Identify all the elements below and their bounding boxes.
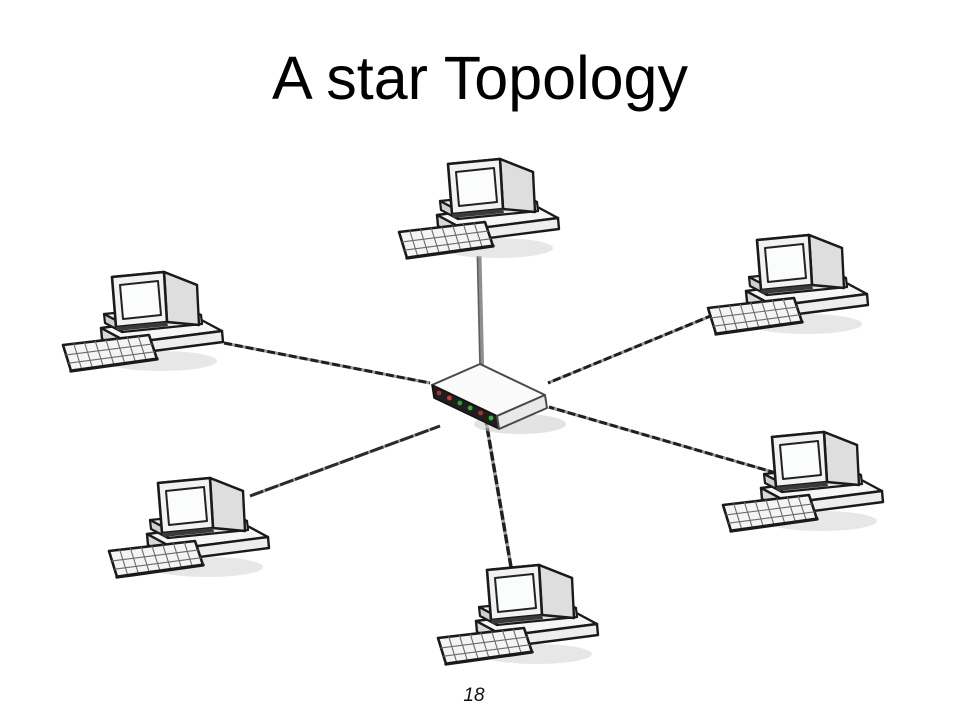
hub-led [436, 390, 442, 396]
hub-icon [431, 363, 566, 434]
computer-lower-right [721, 430, 885, 533]
link-upper-right [547, 313, 714, 385]
cable-top [476, 255, 485, 384]
hub-led [447, 395, 452, 401]
page-number: 18 [463, 685, 485, 706]
computer-upper-right [706, 233, 870, 336]
network-links [223, 255, 777, 568]
hub-led [457, 400, 463, 406]
hub-leds [436, 390, 494, 421]
cable-top-edge [476, 255, 482, 384]
link-upper-left [223, 341, 431, 385]
computer-upper-left [61, 270, 225, 373]
link-bottom [484, 420, 513, 568]
computer-top [397, 157, 561, 260]
hub-led [467, 405, 473, 411]
slide-title: A star Topology [272, 44, 688, 112]
link-lower-right [548, 405, 777, 475]
computer-lower-left [107, 476, 271, 579]
link-lower-left [249, 424, 441, 498]
hub-led [488, 415, 494, 421]
computer-bottom [436, 563, 600, 666]
hub-right-face [496, 394, 548, 430]
hub-led [478, 410, 483, 416]
